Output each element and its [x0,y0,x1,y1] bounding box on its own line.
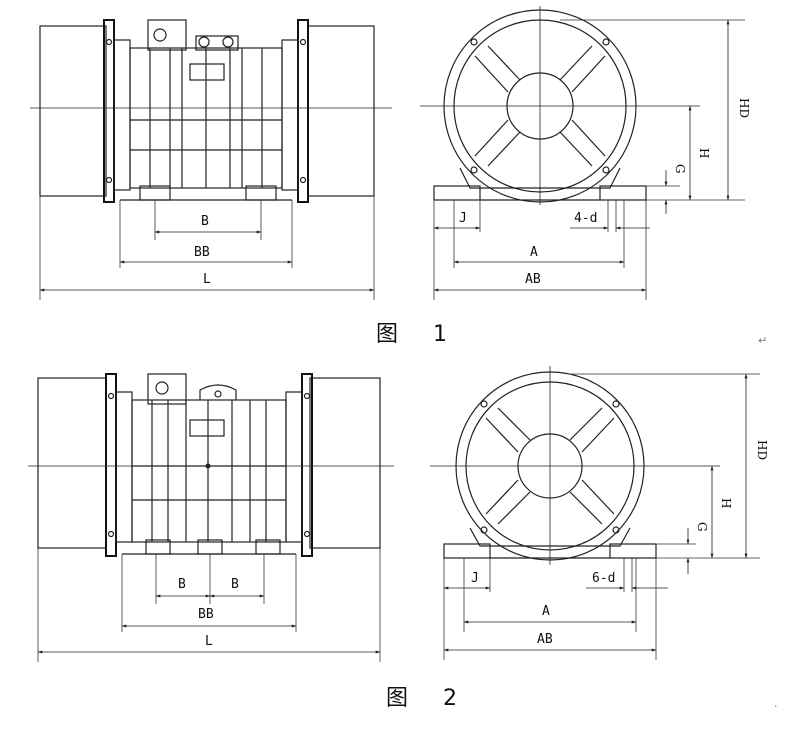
fig2-side-view: B B BB L [28,373,394,662]
fig1-side-view: B BB L [30,19,392,300]
fig2-base-left [443,543,491,559]
fig1-dim-HD: HD [737,98,751,118]
fig1-terminal-box [147,19,187,51]
fig2-dim-G: G [695,522,709,532]
fig2-dim-B1: B [178,577,186,592]
fig2-gland-icon [155,381,169,395]
fig1-base-right [599,185,647,201]
fig2-right-cap [309,377,381,549]
fig1-dim-A: A [530,245,538,260]
fig2-left-cap [37,377,107,549]
fig1-base-left [433,185,481,201]
fig1-dim-J: J [459,211,467,226]
fig1-dim-G: G [673,164,687,174]
return-arrow-mark: ↵ [758,334,768,347]
fig2-dim-J: J [471,571,479,586]
fig1-left-cap [39,25,107,197]
fig2-dim-H: H [719,498,733,508]
fig1-dim-H: H [697,148,711,158]
fig1-gland-icon [153,28,167,42]
fig1-front-view: HD H G J 4-d A AB [420,6,751,300]
fig1-right-flange [297,19,309,203]
fig2-dim-holes: 6-d [592,571,615,586]
fig1-dim-B: B [201,214,209,229]
fig2-dim-BB: BB [198,607,214,622]
fig1-right-cap [307,25,375,197]
fig1-dim-holes: 4-d [574,211,597,226]
fig2-base-right [609,543,657,559]
fig2-front-view: HD H G J 6-d A AB [430,366,769,660]
figure1-caption: 图 1 [376,322,461,347]
fig2-dim-L: L [205,634,213,649]
dot-mark: · [774,700,778,713]
fig2-dim-HD: HD [755,440,769,460]
fig2-nameplate [189,419,225,437]
fig2-motor-body [131,399,287,543]
fig1-dim-BB: BB [194,245,210,260]
fig2-dim-B2: B [231,577,239,592]
fig2-terminal-box [147,373,187,405]
fig1-dim-L: L [203,272,211,287]
fig1-nameplate [189,63,225,81]
fig1-dim-AB: AB [525,272,541,287]
fig2-dim-AB: AB [537,632,553,647]
figure2-caption: 图 2 [386,686,471,711]
fig2-left-flange [105,373,117,557]
fig2-dim-A: A [542,604,550,619]
